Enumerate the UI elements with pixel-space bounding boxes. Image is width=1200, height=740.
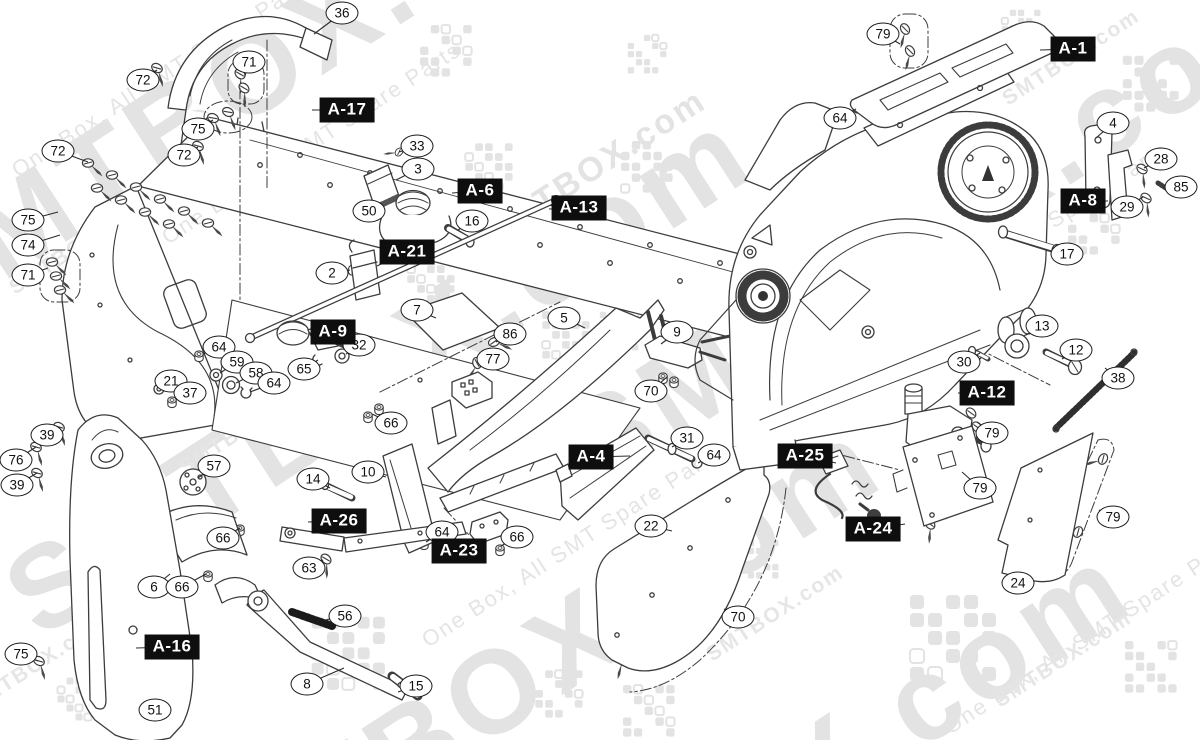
part-callout-50[interactable]: 50: [352, 199, 386, 223]
part-callout-12[interactable]: 12: [1059, 338, 1093, 362]
assembly-label-A-12[interactable]: A-12: [959, 380, 1015, 406]
part-callout-79[interactable]: 79: [963, 476, 997, 500]
part-callout-37[interactable]: 37: [173, 381, 207, 405]
assembly-label-A-6[interactable]: A-6: [457, 178, 503, 204]
part-callout-79[interactable]: 79: [1096, 505, 1130, 529]
part-callout-65[interactable]: 65: [287, 357, 321, 381]
part-callout-66[interactable]: 66: [500, 525, 534, 549]
part-plate24: [997, 432, 1094, 583]
part-callout-57[interactable]: 57: [197, 454, 231, 478]
part-callout-29[interactable]: 29: [1110, 195, 1144, 219]
assembly-label-A-9[interactable]: A-9: [310, 319, 356, 345]
part-callout-16[interactable]: 16: [455, 209, 489, 233]
part-callout-66[interactable]: 66: [206, 526, 240, 550]
part-callout-9[interactable]: 9: [660, 320, 694, 344]
part-callout-33[interactable]: 33: [400, 134, 434, 158]
part-callout-38[interactable]: 38: [1101, 366, 1135, 390]
part-callout-39[interactable]: 39: [0, 473, 34, 497]
part-callout-22[interactable]: 22: [634, 514, 668, 538]
part-callout-10[interactable]: 10: [351, 460, 385, 484]
part-callout-24[interactable]: 24: [1001, 571, 1035, 595]
assembly-label-A-1[interactable]: A-1: [1050, 36, 1096, 62]
part-callout-8[interactable]: 8: [290, 672, 324, 696]
part-callout-17[interactable]: 17: [1050, 242, 1084, 266]
part-callout-28[interactable]: 28: [1144, 147, 1178, 171]
part-callout-79[interactable]: 79: [866, 22, 900, 46]
part-callout-77[interactable]: 77: [476, 347, 510, 371]
part-callout-51[interactable]: 51: [138, 698, 172, 722]
part-callout-7[interactable]: 7: [400, 298, 434, 322]
part-callout-74[interactable]: 74: [11, 233, 45, 257]
part-a4-chute: [555, 427, 696, 521]
part-callout-71[interactable]: 71: [11, 263, 45, 287]
part-callout-85[interactable]: 85: [1164, 175, 1198, 199]
part-callout-66[interactable]: 66: [374, 411, 408, 435]
part-callout-36[interactable]: 36: [325, 1, 359, 25]
part-callout-72[interactable]: 72: [167, 143, 201, 167]
part-block77: [431, 371, 493, 445]
part-callout-64[interactable]: 64: [823, 106, 857, 130]
assembly-label-A-16[interactable]: A-16: [144, 634, 200, 660]
part-callout-3[interactable]: 3: [401, 157, 435, 181]
part-4-plate: [1083, 123, 1113, 209]
part-callout-71[interactable]: 71: [232, 50, 266, 74]
part-callout-13[interactable]: 13: [1025, 314, 1059, 338]
part-callout-75[interactable]: 75: [181, 117, 215, 141]
assembly-label-A-23[interactable]: A-23: [431, 538, 487, 564]
part-spring38: [1052, 348, 1138, 433]
part-callout-5[interactable]: 5: [547, 306, 581, 330]
assembly-label-A-26[interactable]: A-26: [311, 508, 367, 534]
part-callout-76[interactable]: 76: [0, 448, 33, 472]
part-callout-70[interactable]: 70: [634, 379, 668, 403]
part-callout-72[interactable]: 72: [41, 139, 75, 163]
part-callout-75[interactable]: 75: [11, 208, 45, 232]
part-callout-2[interactable]: 2: [315, 261, 349, 285]
part-callout-14[interactable]: 14: [296, 467, 330, 491]
part-callout-75[interactable]: 75: [4, 642, 38, 666]
part-callout-70[interactable]: 70: [721, 605, 755, 629]
part-callout-56[interactable]: 56: [328, 604, 362, 628]
assembly-label-A-25[interactable]: A-25: [777, 443, 833, 469]
part-callout-72[interactable]: 72: [126, 68, 160, 92]
part-callout-4[interactable]: 4: [1096, 111, 1130, 135]
assembly-label-A-17[interactable]: A-17: [319, 97, 375, 123]
assembly-label-A-8[interactable]: A-8: [1060, 188, 1106, 214]
part-plate22: [595, 458, 771, 672]
part-callout-64[interactable]: 64: [697, 443, 731, 467]
part-callout-39[interactable]: 39: [30, 423, 64, 447]
part-callout-63[interactable]: 63: [292, 556, 326, 580]
part-callout-86[interactable]: 86: [493, 322, 527, 346]
part-guide5: [427, 299, 665, 513]
assembly-label-A-4[interactable]: A-4: [568, 444, 614, 470]
part-callout-30[interactable]: 30: [947, 350, 981, 374]
part-9-bracket: [644, 310, 732, 369]
part-callout-79[interactable]: 79: [975, 421, 1009, 445]
assembly-label-A-13[interactable]: A-13: [551, 195, 607, 221]
assembly-label-A-21[interactable]: A-21: [379, 239, 435, 265]
part-callout-15[interactable]: 15: [399, 674, 433, 698]
part-callout-64[interactable]: 64: [257, 371, 291, 395]
part-callout-31[interactable]: 31: [670, 426, 704, 450]
assembly-label-A-24[interactable]: A-24: [845, 516, 901, 542]
part-callout-66[interactable]: 66: [165, 575, 199, 599]
part-a1-rail: [849, 21, 1059, 147]
